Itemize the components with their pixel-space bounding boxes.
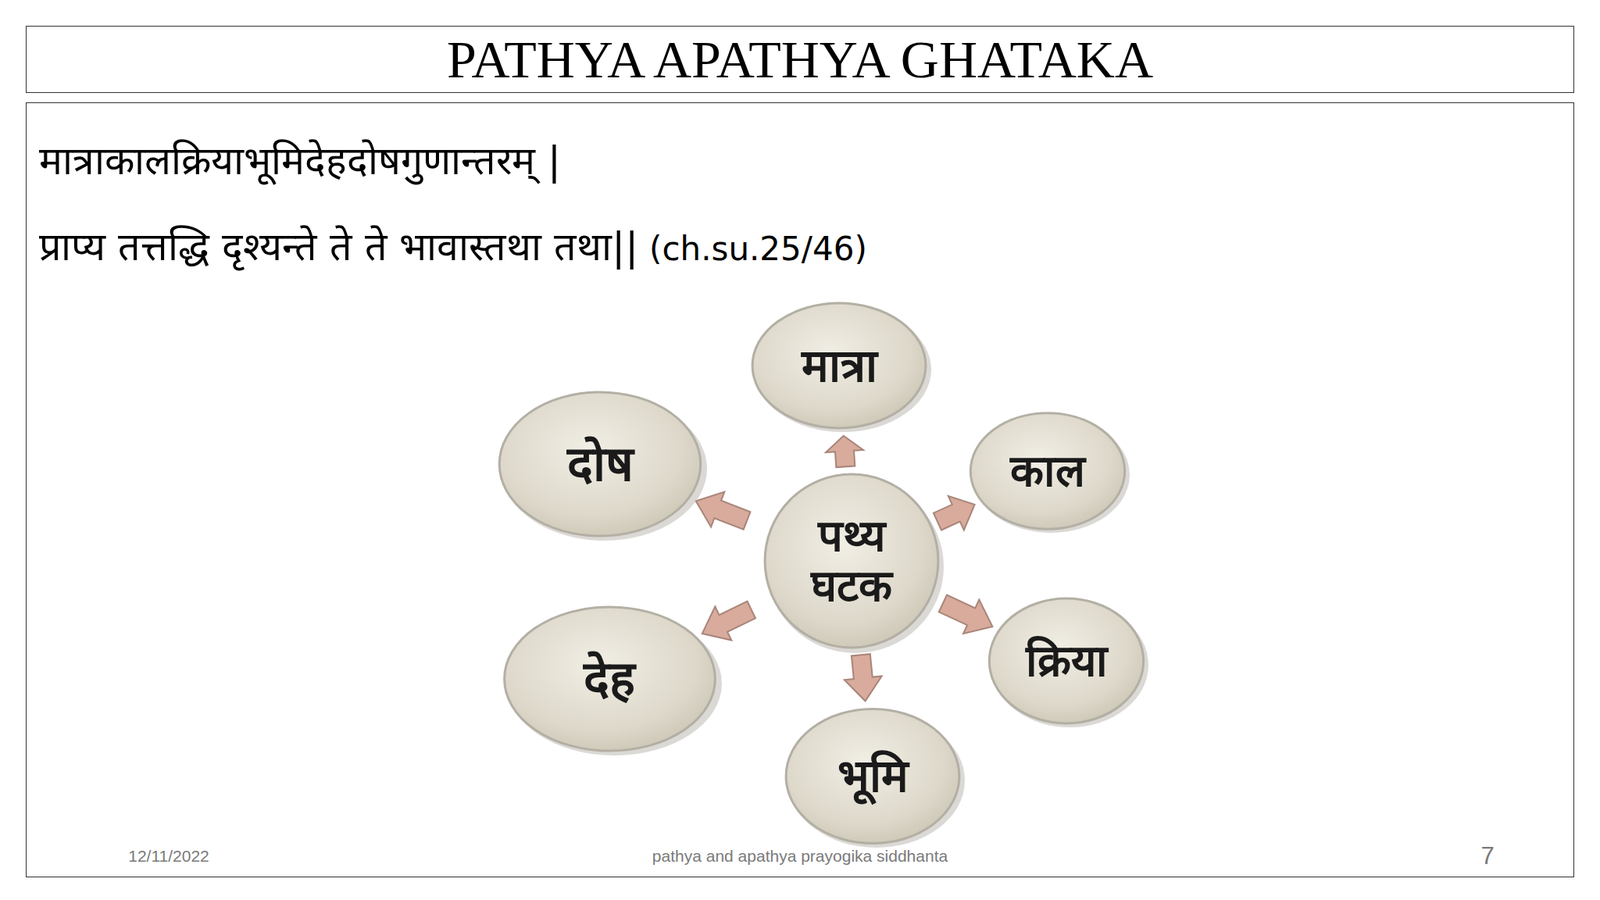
hub-circle: पथ्य घटक (759, 468, 944, 654)
node-label: देह (583, 650, 636, 707)
factor-ellipse: काल (965, 409, 1130, 533)
block-arrow (933, 496, 975, 531)
slide-title: PATHYA APATHYA GHATAKA (446, 32, 1154, 86)
footer-text: 12/11/2022 (128, 846, 210, 866)
verse-row: प्राप्य तत्तद्धि दृश्यन्ते ते ते भावास्त… (39, 218, 868, 272)
block-arrow (825, 435, 864, 468)
block-arrow (696, 492, 751, 530)
node-label: मात्रा (801, 339, 878, 393)
factor-ellipse: भूमि (780, 704, 965, 848)
page-number: 7 (1480, 842, 1494, 871)
footer-text: pathya and apathya prayogika siddhanta (652, 846, 948, 866)
title-frame: PATHYA APATHYA GHATAKA (25, 25, 1575, 93)
factor-ellipse: क्रिया (984, 594, 1149, 728)
node-label: क्रिया (1025, 635, 1108, 686)
block-arrow (939, 595, 993, 635)
node-label: पथ्य घटक (810, 510, 893, 612)
reference: (ch.su.25/46) (649, 229, 868, 268)
node-label: काल (1010, 446, 1086, 497)
verse-line: मात्राकालक्रियाभूमिदेहदोषगुणान्तरम् | (39, 132, 561, 186)
block-arrow (844, 653, 883, 701)
factor-ellipse: मात्रा (746, 299, 932, 433)
verse-line: प्राप्य तत्तद्धि दृश्यन्ते ते ते भावास्त… (39, 224, 639, 270)
node-label: दोष (567, 435, 634, 492)
factor-ellipse: दोष (492, 387, 708, 541)
node-label: भूमि (837, 750, 909, 803)
factor-ellipse: देह (497, 602, 722, 756)
block-arrow (702, 601, 756, 641)
